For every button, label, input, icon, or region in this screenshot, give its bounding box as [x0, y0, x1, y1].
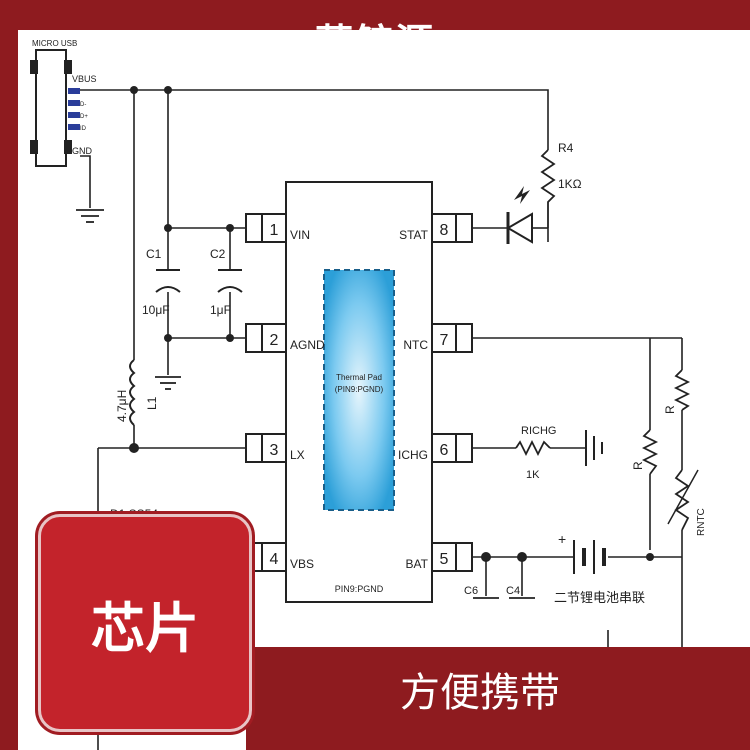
r4-label: R4: [558, 141, 574, 155]
thermistor-arrow: [667, 469, 699, 525]
usb-dplus-label: D+: [80, 114, 88, 120]
usb-vbus-label: VBUS: [72, 74, 97, 84]
rntc-label: RNTC: [696, 508, 707, 536]
slogan-text: 方便携带: [400, 670, 560, 716]
usb-dminus-label: D-: [80, 102, 86, 108]
chip-badge-label: 芯片: [91, 596, 199, 660]
c1-label: C1: [146, 247, 162, 261]
r-left-label: R: [631, 461, 645, 470]
pin6-name: ICHG: [398, 448, 428, 462]
pin5-name: BAT: [406, 557, 429, 571]
usb-connector: MICRO USB VBUS GND D- D+ ID: [30, 39, 97, 167]
pin1-name: VIN: [290, 228, 310, 242]
pin6-number: 6: [440, 442, 449, 459]
usb-gnd-label: GND: [72, 146, 93, 156]
usb-id-label: ID: [80, 126, 87, 132]
battery-label: 二节锂电池串联: [554, 590, 645, 605]
pin1-number: 1: [270, 222, 279, 239]
pin7-number: 7: [440, 332, 449, 349]
richg-value: 1K: [526, 469, 540, 481]
pin2-name: AGND: [290, 338, 325, 352]
pin7-name: NTC: [403, 338, 428, 352]
c1-value: 10μF: [142, 303, 170, 317]
resistor-r-top: [673, 369, 691, 411]
c2-value: 1μF: [210, 303, 231, 317]
junctions: [129, 86, 654, 562]
ground-symbols: [76, 209, 535, 599]
resistor-richg: [515, 439, 551, 457]
pin3-name: LX: [290, 448, 305, 462]
pin8-number: 8: [440, 222, 449, 239]
pin4-name: VBS: [290, 557, 314, 571]
l1-value: 4.7μH: [115, 390, 129, 422]
capacitor-c1: [155, 269, 181, 293]
battery: [573, 540, 606, 574]
chip-footer: PIN9:PGND: [335, 584, 384, 594]
thermal-pad: [323, 269, 395, 511]
richg-ground: [585, 430, 603, 466]
c4-label: C4: [506, 585, 520, 597]
pin2-number: 2: [270, 332, 279, 349]
chip-badge: 芯片: [38, 514, 252, 732]
resistor-r-left: [641, 429, 659, 475]
pin4-number: 4: [270, 551, 279, 568]
richg-label: RICHG: [521, 425, 556, 437]
pin3-number: 3: [270, 442, 279, 459]
slogan-bar: [246, 647, 750, 750]
c6-label: C6: [464, 585, 478, 597]
r-top-label: R: [663, 405, 677, 414]
right-pins: [431, 213, 473, 572]
r4-value: 1KΩ: [558, 177, 582, 191]
thermal-pad-line1: Thermal Pad: [336, 373, 382, 382]
pin5-number: 5: [440, 551, 449, 568]
resistor-r4: [540, 149, 556, 228]
brand-title: 蓝鲸源: [314, 20, 435, 65]
left-pins: [245, 213, 287, 572]
c2-label: C2: [210, 247, 226, 261]
pin8-name: STAT: [399, 228, 429, 242]
led-diode: [506, 186, 533, 244]
charger-schematic: MICRO USB VBUS GND D- D+ ID: [30, 39, 707, 750]
battery-plus: +: [558, 531, 566, 547]
usb-label: MICRO USB: [32, 39, 77, 48]
l1-label: L1: [145, 396, 159, 410]
capacitor-c2: [217, 269, 243, 293]
inductor-l1: [129, 359, 136, 426]
thermal-pad-line2: (PIN9:PGND): [335, 385, 384, 394]
